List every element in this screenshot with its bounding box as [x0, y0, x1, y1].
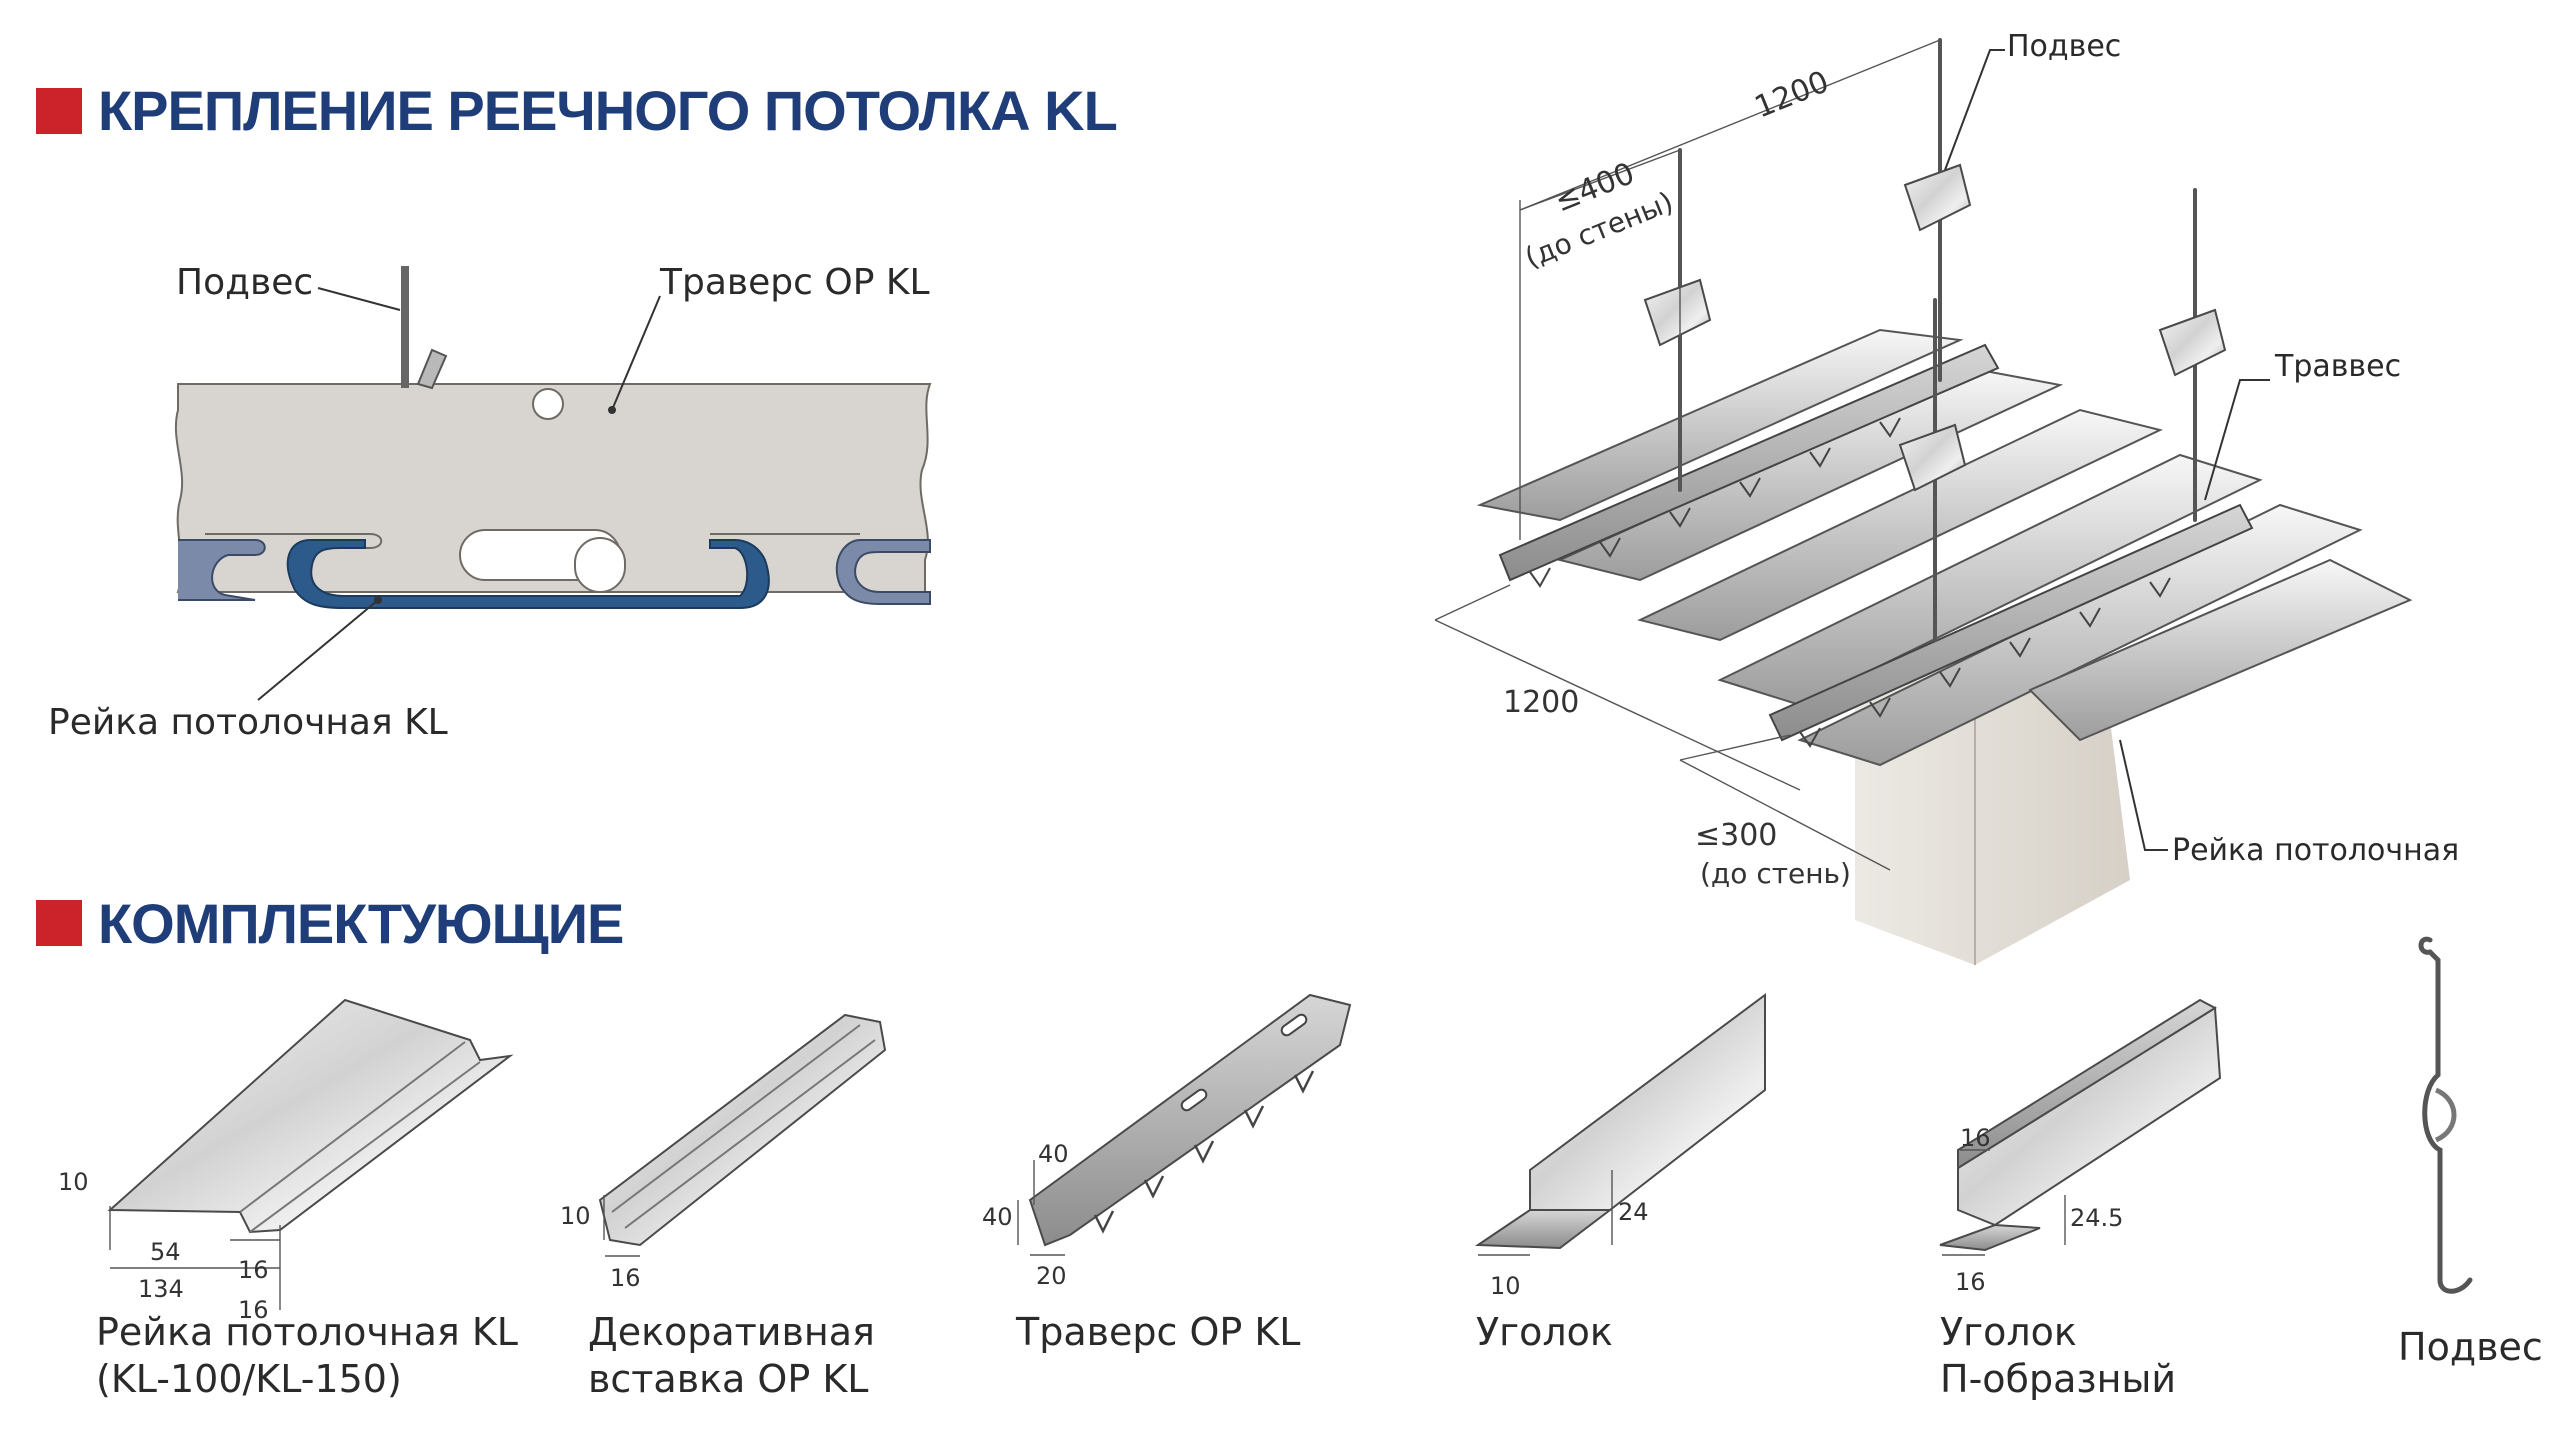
component-label: Траверс OP KL: [1015, 1310, 1300, 1354]
title-mounting: КРЕПЛЕНИЕ РЕЕЧНОГО ПОТОЛКА KL: [36, 79, 1118, 142]
hanger-clip: [1903, 163, 1972, 232]
title-marker-square: [36, 88, 82, 134]
dim-text-1200-top: 1200: [1750, 64, 1834, 125]
traverse-slot-groove: [205, 533, 860, 549]
dim-text-1200-left: 1200: [1503, 685, 1579, 720]
label-traverse: Траверс OP KL: [659, 262, 930, 303]
dim-ext: [1679, 734, 1791, 761]
leader-traverse: [611, 295, 661, 411]
dim-text: 16: [238, 1256, 269, 1284]
component-label-sub: вставка OP KL: [588, 1357, 868, 1401]
rail-groove: [239, 1041, 481, 1233]
dim-text: 40: [982, 1203, 1013, 1231]
hanger-clip: [1898, 423, 1967, 492]
iso-dimensions: [1434, 39, 1941, 871]
dim-text: 20: [1036, 1262, 1067, 1290]
dim-text: 40: [1038, 1140, 1069, 1168]
section-view: Подвес Траверс OP KL Рейка потолочная KL: [48, 262, 932, 743]
label-rail: Рейка потолочная KL: [48, 702, 448, 743]
hanger-clip: [416, 348, 448, 390]
dim-text-300: ≤300: [1695, 818, 1777, 853]
dim-text: 10: [58, 1168, 89, 1196]
dim-line-1200-left: [1434, 619, 1801, 791]
iso-label-traverse: Траввес: [2274, 349, 2401, 384]
title-components-text: КОМПЛЕКТУЮЩИЕ: [98, 892, 623, 955]
label-hanger: Подвес: [176, 262, 313, 303]
traverse-slot: [1180, 1088, 1208, 1112]
dim-line-1200-top: [1519, 39, 1941, 211]
iso-label-hanger: Подвес: [2007, 29, 2121, 64]
dim-text: 10: [560, 1202, 591, 1230]
title-components: КОМПЛЕКТУЮЩИЕ: [36, 892, 624, 955]
dim-line-400: [1519, 149, 1681, 211]
leader-hanger: [317, 287, 401, 311]
rail-body: [107, 998, 514, 1234]
leader-iso-rail: [2119, 739, 2168, 851]
component-rail: 10 54 16 134 16 Рейка потолочная KL (KL-…: [58, 998, 518, 1401]
component-label: Рейка потолочная KL: [96, 1310, 518, 1354]
hanger-clip: [2158, 308, 2227, 377]
leader-rail: [257, 599, 379, 701]
dim-text: 10: [1490, 1272, 1521, 1300]
rail-panel-left: [178, 539, 266, 601]
rail-panel-center: [286, 539, 770, 609]
title-mounting-text: КРЕПЛЕНИЕ РЕЕЧНОГО ПОТОЛКА KL: [98, 79, 1117, 142]
component-angle: 24 10 Уголок: [1474, 993, 1766, 1354]
traverse-slot: [1280, 1013, 1308, 1037]
iso-assembly: Подвес Траввес Рейка потолочная 1200 ≤40…: [1434, 29, 2459, 965]
insert-body: [598, 1013, 887, 1247]
hanger-clip: [1643, 278, 1712, 347]
u-angle-flange-top: [1957, 998, 2217, 1170]
rail-panel-right: [835, 539, 931, 605]
component-u-angle: 16 24.5 16 Уголок П-образный: [1939, 998, 2222, 1401]
traverse-iso: [1498, 343, 2000, 582]
rail-panel: [1476, 328, 1964, 522]
rail-panel: [1717, 453, 2263, 707]
dim-text: 16: [238, 1296, 269, 1324]
traverses: [1498, 343, 2254, 748]
dim-text: 24: [1618, 1198, 1649, 1226]
leader-dot: [374, 596, 382, 604]
component-traverse: 40 40 20 Траверс OP KL: [982, 993, 1352, 1354]
angle-flange: [1474, 1209, 1613, 1250]
component-label: Уголок: [1940, 1310, 2077, 1354]
traverse-iso-teeth: [1799, 577, 2171, 748]
traverse-teeth: [1093, 1070, 1315, 1234]
dim-line-300: [1679, 759, 1891, 871]
component-label-sub: (KL-100/KL-150): [96, 1357, 402, 1401]
u-angle-face: [1957, 1006, 2222, 1227]
dim-text: 24.5: [2070, 1204, 2123, 1232]
component-label-sub: П-образный: [1940, 1357, 2176, 1401]
u-angle-flange-bottom: [1939, 1223, 2041, 1252]
traverse-hole-slot: [574, 537, 626, 593]
leader-dot: [608, 406, 616, 414]
dim-text: 16: [1955, 1268, 1986, 1296]
component-label: Декоративная: [588, 1310, 875, 1354]
dim-text-300-note: (до стень): [1700, 857, 1851, 890]
rail-panels: [1476, 328, 2413, 767]
traverse-iso-teeth: [1529, 417, 1901, 588]
rail-panel: [2028, 558, 2413, 742]
title-marker-square: [36, 900, 82, 946]
dim-text: 134: [138, 1275, 184, 1303]
traverse-hole: [532, 388, 564, 420]
traverse-iso: [1768, 503, 2254, 742]
hanger-spring: [2434, 1087, 2457, 1143]
iso-label-rail: Рейка потолочная: [2172, 833, 2459, 868]
dim-text: 16: [610, 1264, 641, 1292]
dim-ext: [1434, 584, 1511, 621]
dim-text: 16: [1960, 1124, 1991, 1152]
component-hanger: Подвес: [2398, 936, 2543, 1369]
insert-groove: [611, 1024, 876, 1229]
leader-iso-hanger: [1944, 49, 2005, 171]
component-label: Уголок: [1476, 1310, 1613, 1354]
dim-text: 54: [150, 1238, 181, 1266]
component-label: Подвес: [2398, 1325, 2543, 1369]
leader-iso-traverse: [2204, 379, 2270, 501]
angle-face: [1529, 993, 1766, 1211]
traverse-body: [1028, 993, 1352, 1247]
component-insert: 10 16 Декоративная вставка OP KL: [560, 1013, 887, 1401]
hanger-wire: [2418, 936, 2473, 1294]
